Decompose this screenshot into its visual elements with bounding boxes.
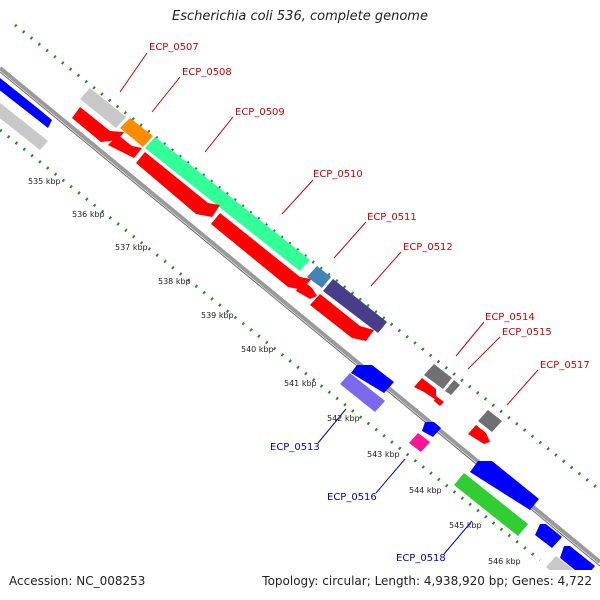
gene-ecp-0513[interactable]	[340, 373, 385, 412]
gene-ecp-0509-0510[interactable]	[145, 137, 310, 271]
topology-value: circular	[322, 574, 367, 588]
tick-538: 538 kbp	[158, 277, 191, 286]
gene-blue-right-1[interactable]	[535, 524, 562, 548]
outer-feature-guide-line	[14, 23, 600, 492]
topology-label: Topology:	[262, 574, 319, 588]
gene-red-5[interactable]	[296, 281, 317, 299]
gene-light-gray-right[interactable]	[546, 556, 576, 583]
label-ecp-0508[interactable]: ECP_0508	[182, 67, 232, 78]
label-ecp-0518[interactable]: ECP_0518	[396, 553, 446, 564]
gene-red-9[interactable]	[468, 425, 490, 444]
label-ecp-0507[interactable]: ECP_0507	[149, 42, 199, 53]
kbp-tick-labels: 535 kbp 536 kbp 537 kbp 538 kbp 539 kbp …	[28, 177, 521, 566]
tick-542: 542 kbp	[327, 414, 360, 423]
tick-539: 539 kbp	[201, 311, 234, 320]
label-leader-lines	[119, 52, 539, 555]
gene-blue-right-2[interactable]	[560, 546, 595, 578]
accession-value: NC_008253	[76, 574, 146, 588]
gene-track-forward-red	[72, 107, 490, 444]
gene-ecp-0515[interactable]	[445, 380, 460, 395]
gene-ecp-0512[interactable]	[323, 279, 387, 333]
gene-red-2[interactable]	[108, 135, 142, 158]
tick-544: 544 kbp	[409, 486, 442, 495]
label-ecp-0512[interactable]: ECP_0512	[403, 242, 453, 253]
tick-546: 546 kbp	[488, 557, 521, 566]
label-ecp-0517[interactable]: ECP_0517	[540, 360, 590, 371]
gene-ecp-0514[interactable]	[424, 364, 452, 389]
label-ecp-0513[interactable]: ECP_0513	[270, 442, 320, 453]
label-ecp-0511[interactable]: ECP_0511	[367, 212, 417, 223]
gene-blue-small[interactable]	[422, 422, 441, 437]
tick-536: 536 kbp	[72, 210, 105, 219]
genome-stats: Topology: circular; Length: 4,938,920 bp…	[262, 574, 592, 588]
tick-543: 543 kbp	[367, 450, 400, 459]
gene-light-gray-left[interactable]	[0, 95, 48, 150]
tick-541: 541 kbp	[284, 379, 317, 388]
gene-ecp-0508[interactable]	[120, 118, 153, 147]
label-ecp-0509[interactable]: ECP_0509	[235, 107, 285, 118]
map-title: Escherichia coli 536, complete genome	[172, 9, 428, 24]
gene-red-4[interactable]	[211, 213, 311, 290]
accession-label: Accession:	[9, 574, 73, 588]
gene-ecp-0518-blue[interactable]	[470, 461, 539, 510]
accession-info: Accession: NC_008253	[9, 574, 145, 588]
label-ecp-0514[interactable]: ECP_0514	[485, 312, 535, 323]
label-ecp-0510[interactable]: ECP_0510	[313, 169, 363, 180]
gene-ecp-0516[interactable]	[409, 433, 430, 452]
gene-red-1[interactable]	[72, 107, 124, 142]
tick-535: 535 kbp	[28, 177, 61, 186]
label-ecp-0516[interactable]: ECP_0516	[327, 492, 377, 503]
tick-540: 540 kbp	[241, 345, 274, 354]
gene-red-8[interactable]	[434, 396, 444, 406]
gene-ecp-0513-blue[interactable]	[351, 365, 394, 393]
gene-ecp-0518[interactable]	[454, 473, 528, 536]
gene-red-6[interactable]	[310, 294, 374, 341]
length-label: Length:	[374, 574, 421, 588]
gene-ecp-0507[interactable]	[80, 88, 126, 128]
gene-labels: ECP_0507 ECP_0508 ECP_0509 ECP_0510 ECP_…	[149, 42, 590, 564]
gene-blue-forward[interactable]	[0, 70, 52, 128]
gene-ecp-0517[interactable]	[478, 410, 502, 432]
label-ecp-0515[interactable]: ECP_0515	[502, 327, 552, 338]
length-value: 4,938,920 bp	[423, 574, 504, 588]
gene-track-forward-outer	[0, 70, 502, 432]
genes-label: Genes:	[511, 574, 554, 588]
tick-545: 545 kbp	[449, 521, 482, 530]
gene-track-reverse	[340, 365, 595, 583]
gene-red-7[interactable]	[414, 378, 436, 400]
gene-red-3[interactable]	[136, 152, 220, 217]
tick-537: 537 kbp	[115, 243, 148, 252]
gene-ecp-0511[interactable]	[307, 266, 331, 288]
genes-value: 4,722	[557, 574, 592, 588]
